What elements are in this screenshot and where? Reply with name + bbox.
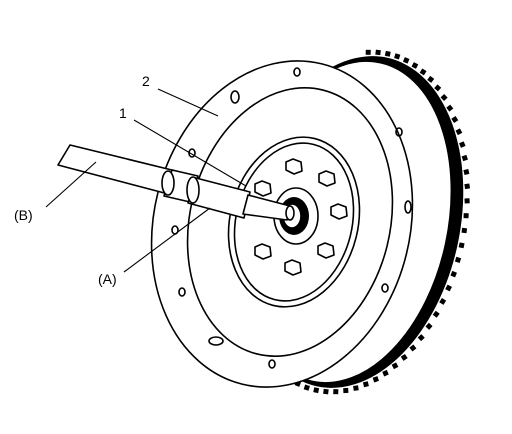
- dowel-hole: [404, 200, 412, 214]
- dowel-hole: [395, 127, 403, 137]
- gear-tooth: [375, 49, 381, 56]
- bearing-remover-tool: [57, 144, 295, 221]
- gear-tooth: [434, 84, 442, 92]
- gear-tooth: [417, 334, 425, 342]
- gear-tooth: [461, 227, 468, 234]
- gear-tooth: [427, 75, 435, 83]
- gear-tooth: [451, 116, 459, 123]
- gear-tooth: [353, 385, 359, 391]
- gear-tooth: [458, 242, 465, 249]
- gear-tooth: [463, 213, 469, 219]
- gear-tooth: [365, 49, 371, 55]
- gear-tooth: [372, 376, 379, 383]
- gear-tooth: [454, 256, 462, 264]
- gear-tooth: [461, 154, 468, 162]
- gear-tooth: [445, 284, 452, 292]
- gear-tooth: [450, 270, 457, 278]
- remover-body-face: [186, 176, 200, 204]
- gear-tooth: [313, 387, 320, 394]
- coupling-face: [161, 170, 175, 196]
- bolt-hole: [318, 170, 336, 187]
- gear-tooth: [463, 169, 470, 175]
- ring-gear-teeth: [294, 49, 471, 395]
- bolt-hole: [254, 243, 272, 260]
- gear-tooth: [384, 50, 391, 57]
- dowel-hole: [208, 336, 224, 346]
- leader-2: [157, 88, 219, 117]
- dowel-hole: [178, 287, 186, 297]
- gear-tooth: [362, 381, 369, 388]
- gear-tooth: [333, 389, 339, 395]
- gear-tooth: [464, 183, 471, 190]
- dowel-hole: [381, 283, 389, 293]
- crankshaft-bolt-holes: [254, 158, 348, 276]
- leader-1: [133, 119, 247, 187]
- leader-lines: [45, 88, 247, 273]
- bolt-hole: [330, 203, 348, 220]
- dowel-hole: [268, 359, 276, 369]
- callout-label-1: 1: [119, 105, 127, 121]
- flywheel-dowel-holes: [171, 67, 412, 369]
- dowel-hole: [230, 90, 240, 104]
- gear-tooth: [400, 353, 408, 361]
- remover-nose: [242, 194, 291, 221]
- gear-tooth: [303, 384, 310, 391]
- gear-tooth: [419, 68, 427, 76]
- gear-tooth: [439, 297, 447, 305]
- bolt-hole: [317, 242, 335, 259]
- callout-label-2: 2: [142, 73, 150, 89]
- gear-tooth: [323, 388, 329, 395]
- remover-tip: [285, 205, 295, 221]
- gear-tooth: [382, 369, 389, 377]
- bolt-hole: [254, 180, 272, 197]
- gear-tooth: [464, 198, 470, 204]
- callout-label-b: (B): [14, 207, 33, 223]
- leader-b: [45, 161, 97, 208]
- gear-tooth: [402, 57, 410, 64]
- gear-tooth: [459, 141, 466, 148]
- bolt-hole: [284, 259, 302, 276]
- gear-tooth: [411, 62, 419, 69]
- dowel-hole: [293, 67, 301, 77]
- bolt-hole: [285, 158, 303, 175]
- gear-tooth: [440, 93, 448, 102]
- gear-tooth: [425, 322, 433, 330]
- gear-tooth: [432, 310, 440, 318]
- gear-tooth: [409, 344, 417, 352]
- gear-tooth: [446, 104, 454, 112]
- leader-a: [123, 207, 211, 273]
- gear-tooth: [455, 128, 463, 136]
- gear-tooth: [394, 53, 401, 60]
- gear-tooth: [343, 387, 349, 394]
- callout-label-a: (A): [98, 271, 117, 287]
- gear-tooth: [391, 362, 399, 370]
